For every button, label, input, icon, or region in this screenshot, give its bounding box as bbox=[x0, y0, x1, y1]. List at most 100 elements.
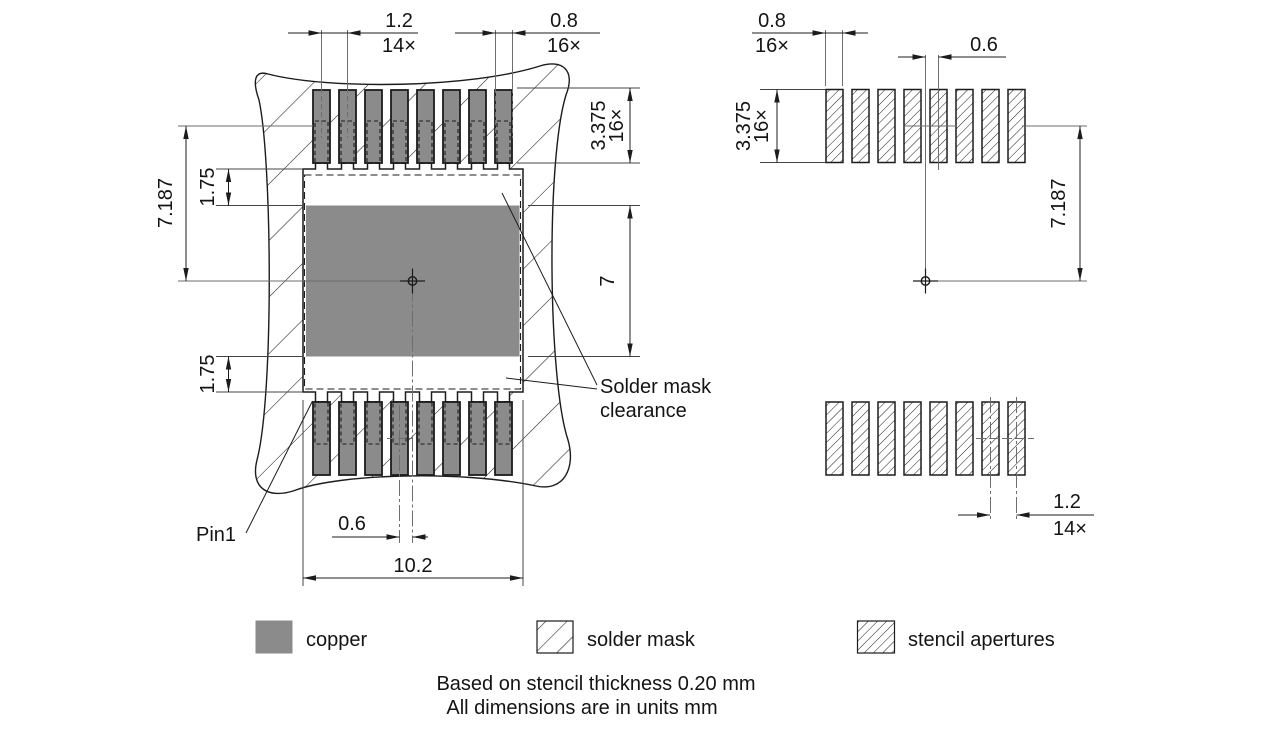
copper-pad bbox=[390, 89, 409, 164]
arrowhead bbox=[812, 30, 826, 36]
stencil-aperture bbox=[877, 88, 896, 164]
dim-aperture-length-count: 16× bbox=[751, 109, 773, 143]
dim-pad-pitch-value: 1.2 bbox=[385, 10, 413, 32]
legend-solder-mask-label: solder mask bbox=[587, 629, 696, 651]
dim-stencil-row-offset: 7.187 bbox=[1048, 178, 1070, 228]
arrowhead bbox=[225, 169, 232, 182]
arrowhead bbox=[308, 30, 322, 36]
stencil-extension-lines bbox=[760, 30, 843, 163]
copper-pad bbox=[442, 89, 461, 164]
dim-overall-width: 10.2 bbox=[394, 555, 433, 577]
copper-pad bbox=[416, 89, 435, 164]
dim-clearance-bottom: 1.75 bbox=[197, 355, 219, 394]
dim-aperture-length-value: 3.375 bbox=[733, 101, 755, 151]
copper-pad bbox=[494, 401, 513, 476]
stencil-aperture bbox=[877, 401, 896, 476]
copper-pad bbox=[468, 89, 487, 164]
dim-pad-length-value: 3.375 bbox=[588, 100, 610, 150]
stencil-dimension-lines bbox=[752, 32, 1094, 516]
solder-mask-clearance-label-line2: clearance bbox=[600, 400, 687, 422]
copper-pad bbox=[338, 401, 357, 476]
arrowhead bbox=[347, 30, 361, 36]
stencil-center-crosshair bbox=[913, 268, 938, 294]
copper-pad bbox=[416, 401, 435, 476]
copper-pad bbox=[442, 401, 461, 476]
dim-row-offset: 7.187 bbox=[155, 178, 177, 228]
copper-pad bbox=[312, 401, 331, 476]
dim-center-offset: 0.6 bbox=[338, 513, 366, 535]
dim-aperture-width-value: 0.8 bbox=[758, 10, 786, 32]
pcb-leader-lines bbox=[245, 192, 598, 534]
notes: Based on stencil thickness 0.20 mm All d… bbox=[436, 673, 755, 719]
pcb-center-crosshair bbox=[400, 268, 425, 294]
package-body-outline bbox=[303, 174, 522, 390]
arrowhead bbox=[627, 205, 633, 219]
pin1-label: Pin1 bbox=[196, 524, 236, 546]
note-stencil-thickness: Based on stencil thickness 0.20 mm bbox=[436, 673, 755, 695]
dim-stencil-center-offset: 0.6 bbox=[970, 34, 998, 56]
copper-pad bbox=[364, 401, 383, 476]
legend-copper-label: copper bbox=[306, 629, 367, 651]
pcb-extension-lines bbox=[216, 87, 640, 586]
arrowhead bbox=[842, 30, 856, 36]
copper-pad bbox=[468, 401, 487, 476]
legend: copper solder mask stencil apertures bbox=[255, 620, 1055, 654]
stencil-aperture bbox=[851, 401, 870, 476]
dim-center-pad-height: 7 bbox=[597, 275, 619, 286]
arrowhead bbox=[912, 54, 926, 60]
arrowhead bbox=[938, 54, 952, 60]
pcb-view: 1.2 14× 0.8 16× 3.375 16× 7.187 1.75 1.7… bbox=[155, 10, 712, 586]
legend-stencil-apertures-swatch bbox=[856, 620, 896, 654]
arrowhead bbox=[183, 126, 189, 139]
stencil-aperture bbox=[981, 88, 1000, 164]
arrowhead bbox=[1077, 126, 1083, 139]
pcb-centerlines bbox=[178, 30, 513, 543]
arrowhead bbox=[774, 89, 780, 103]
arrowhead bbox=[627, 343, 633, 357]
arrowhead bbox=[386, 534, 400, 540]
stencil-centerlines bbox=[903, 55, 1087, 521]
arrowhead bbox=[225, 192, 232, 206]
arrowhead bbox=[482, 30, 496, 36]
arrowhead bbox=[774, 149, 780, 163]
dim-pad-width-count: 16× bbox=[547, 35, 581, 57]
dim-pad-pitch-count: 14× bbox=[382, 35, 416, 57]
copper-pad bbox=[364, 89, 383, 164]
arrowhead bbox=[1077, 268, 1083, 281]
dim-pad-width-value: 0.8 bbox=[550, 10, 578, 32]
arrowhead bbox=[412, 534, 426, 540]
arrowhead bbox=[183, 268, 189, 281]
arrowhead bbox=[977, 512, 990, 518]
stencil-apertures bbox=[825, 88, 1026, 476]
copper-pads bbox=[312, 89, 513, 476]
dim-clearance-top: 1.75 bbox=[197, 168, 219, 207]
stencil-aperture bbox=[825, 88, 844, 164]
stencil-aperture bbox=[955, 88, 974, 164]
legend-solder-mask-swatch bbox=[536, 620, 574, 654]
legend-stencil-apertures-label: stencil apertures bbox=[908, 629, 1055, 651]
arrowhead bbox=[627, 150, 633, 163]
dimension-arrowheads bbox=[183, 30, 1083, 581]
stencil-aperture bbox=[955, 401, 974, 476]
legend-copper-swatch bbox=[255, 620, 293, 654]
stencil-aperture bbox=[851, 88, 870, 164]
arrowhead bbox=[303, 575, 316, 581]
stencil-aperture bbox=[903, 401, 922, 476]
arrowhead bbox=[510, 575, 523, 581]
stencil-aperture bbox=[929, 401, 948, 476]
dim-aperture-width-count: 16× bbox=[755, 35, 789, 57]
stencil-aperture bbox=[825, 401, 844, 476]
note-units: All dimensions are in units mm bbox=[446, 697, 717, 719]
arrowhead bbox=[225, 356, 232, 370]
arrowhead bbox=[225, 379, 232, 392]
arrowhead bbox=[1016, 512, 1030, 518]
copper-pad bbox=[494, 89, 513, 164]
arrowhead bbox=[627, 88, 633, 101]
dim-aperture-pitch-count: 14× bbox=[1053, 518, 1087, 540]
dim-aperture-pitch-value: 1.2 bbox=[1053, 491, 1081, 513]
solder-mask-clearance-label-line1: Solder mask bbox=[600, 376, 712, 398]
dim-pad-length-count: 16× bbox=[606, 109, 628, 143]
arrowhead bbox=[512, 30, 526, 36]
